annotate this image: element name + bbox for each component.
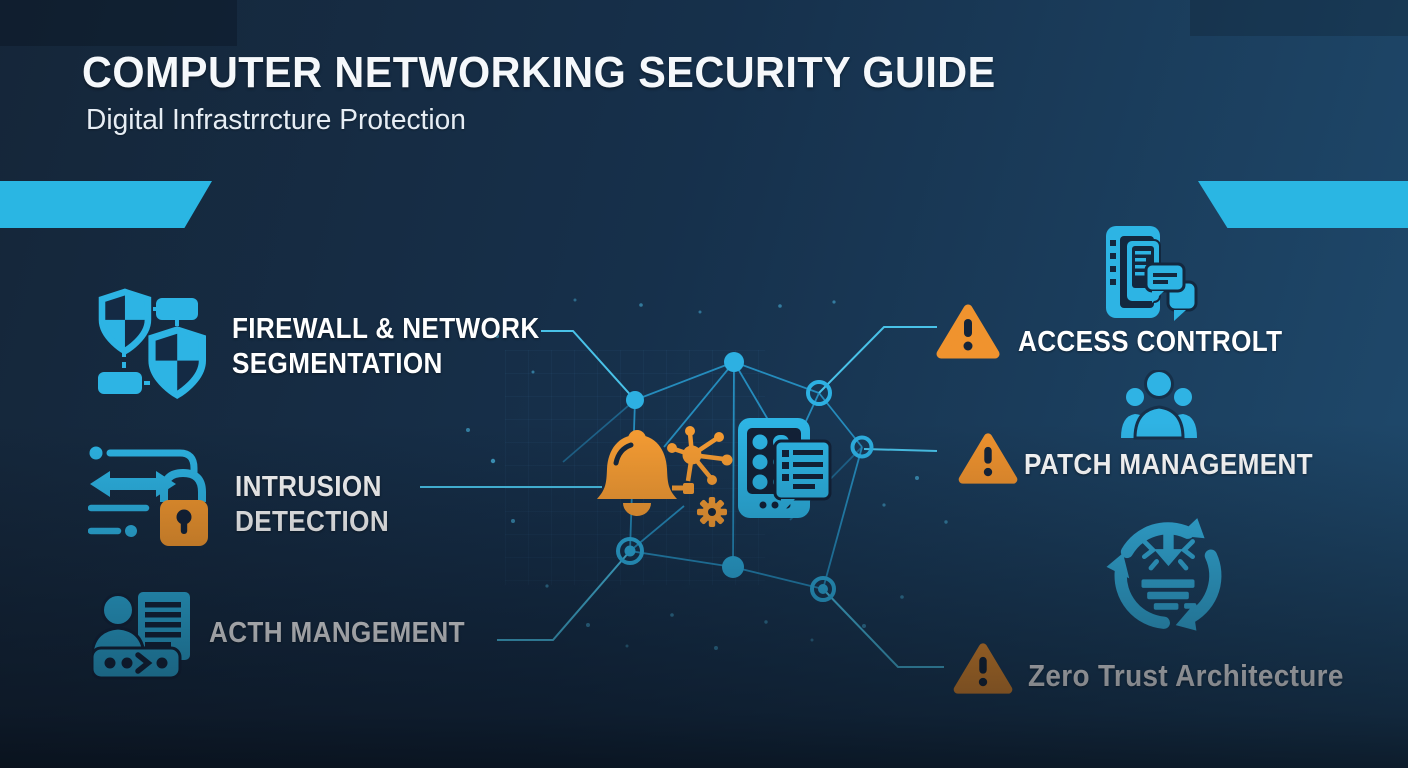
item-label-zero-trust: Zero Trust Architecture bbox=[1028, 658, 1344, 693]
user-access-icon bbox=[92, 592, 190, 680]
item-label-acth: ACTH MANGEMENT bbox=[209, 617, 465, 649]
corner-shade-top-right bbox=[1190, 0, 1408, 36]
right-banner-trapezoid bbox=[1198, 181, 1408, 228]
shield-network-icon bbox=[98, 284, 212, 402]
devices-chat-icon bbox=[1106, 226, 1198, 321]
gear-icon bbox=[697, 497, 727, 527]
left-banner-trapezoid bbox=[0, 181, 212, 228]
page-title: COMPUTER NETWORKING SECURITY GUIDE bbox=[82, 48, 996, 97]
item-label-intrusion: INTRUSION DETECTION bbox=[235, 471, 390, 538]
warning-triangle-icon bbox=[953, 643, 1013, 694]
item-label-firewall: FIREWALL & NETWORK SEGMENTATION bbox=[232, 313, 540, 380]
page-subtitle: Digital Infrastrrcture Protection bbox=[86, 104, 466, 136]
intrusion-lock-icon bbox=[88, 446, 208, 546]
users-group-icon bbox=[1121, 370, 1197, 440]
item-label-patch-management: PATCH MANAGEMENT bbox=[1024, 449, 1313, 481]
warning-triangle-icon bbox=[958, 433, 1018, 484]
cycle-refresh-icon bbox=[1106, 518, 1222, 631]
alert-bell-icon bbox=[597, 426, 733, 527]
warning-triangle-icon bbox=[936, 304, 1000, 359]
device-checklist-icon bbox=[738, 418, 832, 518]
corner-shade-top-left bbox=[0, 0, 237, 46]
item-label-access-control: ACCESS CONTROLT bbox=[1018, 326, 1283, 358]
